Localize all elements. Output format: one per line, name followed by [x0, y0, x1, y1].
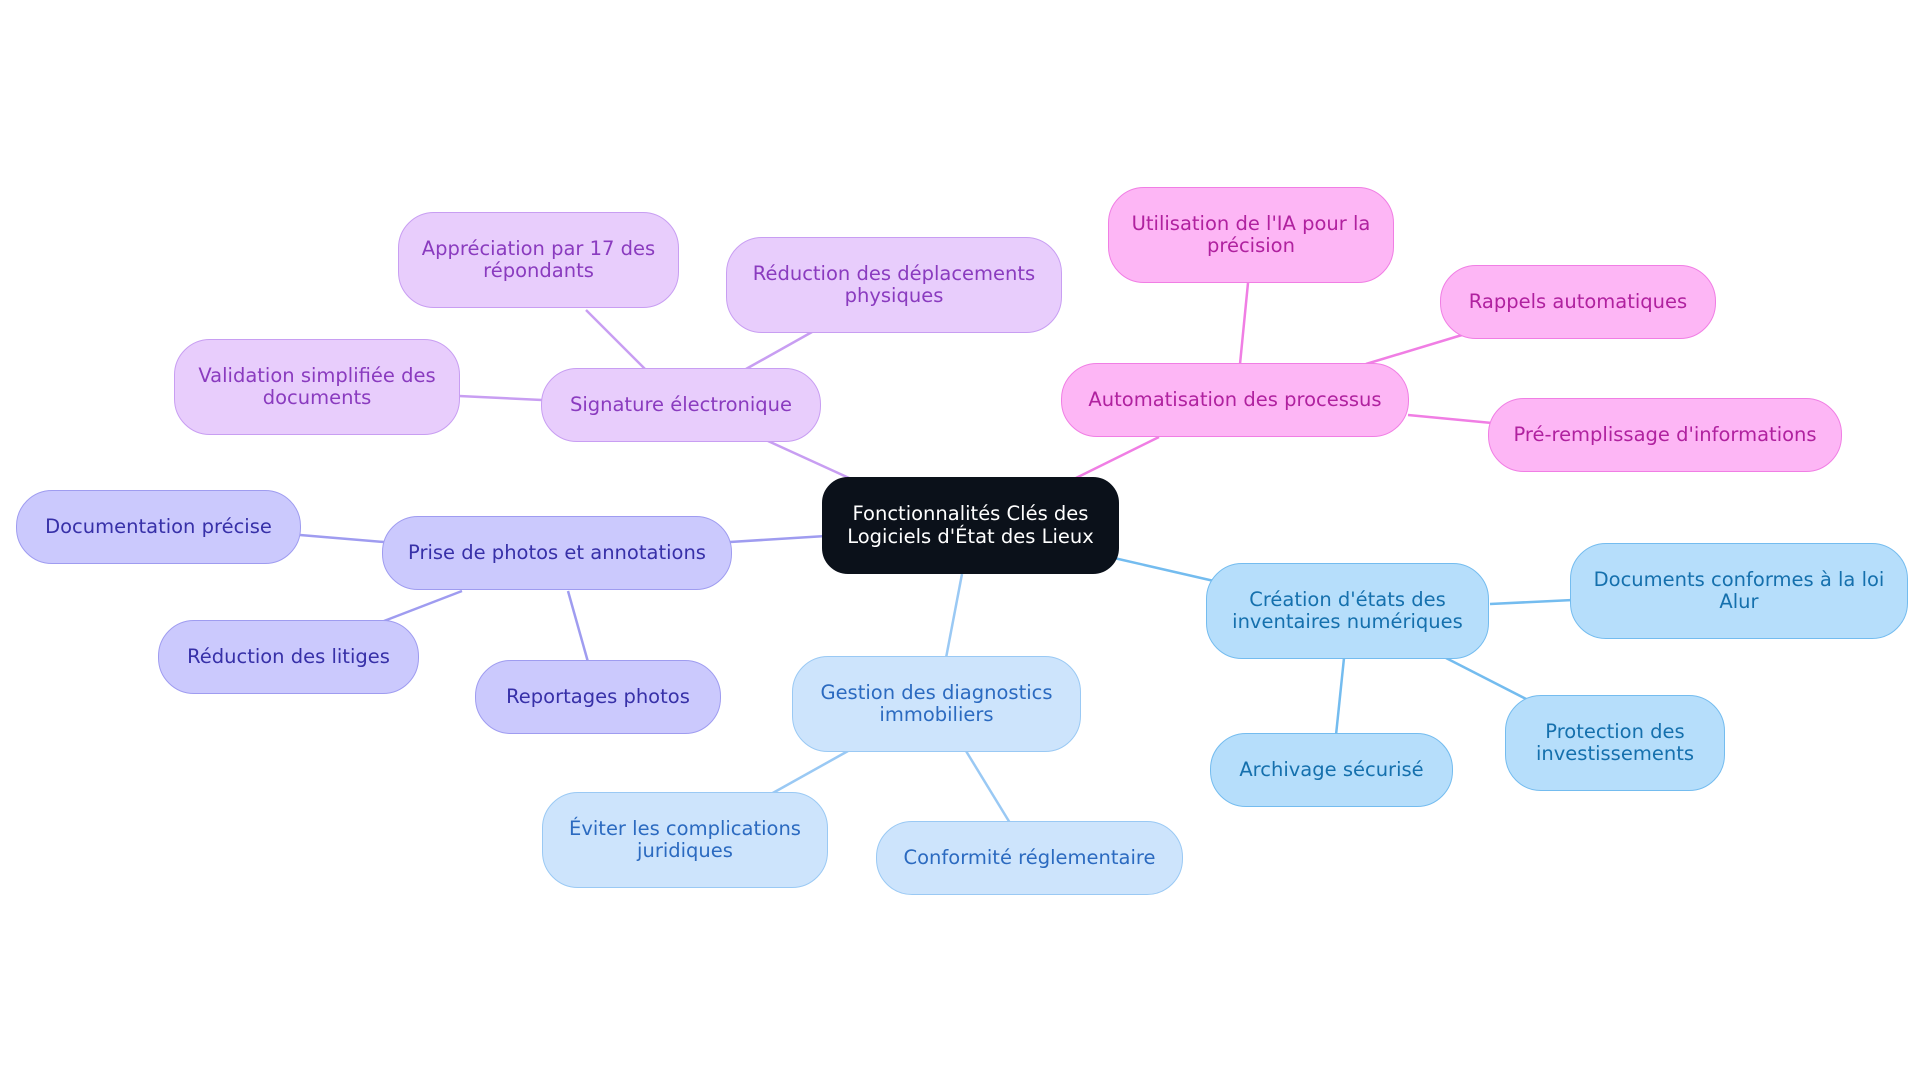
link-diag-juridiques: [770, 749, 849, 796]
leaf-appreciation-node[interactable]: Appréciation par 17 des répondants: [398, 212, 679, 308]
leaf-validation-node[interactable]: Validation simplifiée des documents: [174, 339, 460, 435]
leaf-protection-node[interactable]: Protection des investissements: [1505, 695, 1725, 791]
link-inv-alur: [1489, 598, 1574, 606]
link-diag-conformite: [964, 750, 1012, 824]
leaf-alur-node[interactable]: Documents conformes à la loi Alur: [1570, 543, 1908, 639]
central-topic-node[interactable]: Fonctionnalités Clés des Logiciels d'Éta…: [822, 477, 1119, 574]
leaf-juridiques-node[interactable]: Éviter les complications juridiques: [542, 792, 828, 888]
link-center-photos: [729, 534, 827, 544]
link-center-signature: [767, 439, 861, 485]
link-auto-ia: [1238, 282, 1250, 365]
link-center-inventaires: [1113, 556, 1215, 583]
leaf-reportages-node[interactable]: Reportages photos: [475, 660, 721, 734]
leaf-conformite-node[interactable]: Conformité réglementaire: [876, 821, 1183, 895]
link-center-automatisation: [1073, 435, 1160, 481]
link-inv-protection: [1445, 656, 1531, 703]
leaf-rappels-node[interactable]: Rappels automatiques: [1440, 265, 1716, 339]
link-photos-litiges: [383, 589, 463, 623]
leaf-reduction-deplacements-node[interactable]: Réduction des déplacements physiques: [726, 237, 1062, 333]
leaf-litiges-node[interactable]: Réduction des litiges: [158, 620, 419, 694]
branch-inventaires-node[interactable]: Création d'états des inventaires numériq…: [1206, 563, 1489, 659]
branch-automatisation-node[interactable]: Automatisation des processus: [1061, 363, 1409, 437]
link-center-diagnostics: [944, 573, 964, 659]
link-inv-archivage: [1334, 657, 1346, 736]
link-signature-validation: [458, 394, 543, 402]
link-auto-preremplissage: [1407, 413, 1493, 425]
leaf-archivage-node[interactable]: Archivage sécurisé: [1210, 733, 1453, 807]
link-signature-reduction: [745, 330, 813, 371]
link-photos-documentation: [299, 533, 385, 544]
link-signature-appreciation: [585, 309, 646, 370]
leaf-documentation-node[interactable]: Documentation précise: [16, 490, 301, 564]
leaf-preremplissage-node[interactable]: Pré-remplissage d'informations: [1488, 398, 1842, 472]
branch-photos-node[interactable]: Prise de photos et annotations: [382, 516, 732, 590]
branch-diagnostics-node[interactable]: Gestion des diagnostics immobiliers: [792, 656, 1081, 752]
link-auto-rappels: [1365, 333, 1463, 366]
link-photos-reportages: [566, 590, 590, 663]
leaf-ia-node[interactable]: Utilisation de l'IA pour la précision: [1108, 187, 1394, 283]
branch-signature-node[interactable]: Signature électronique: [541, 368, 821, 442]
